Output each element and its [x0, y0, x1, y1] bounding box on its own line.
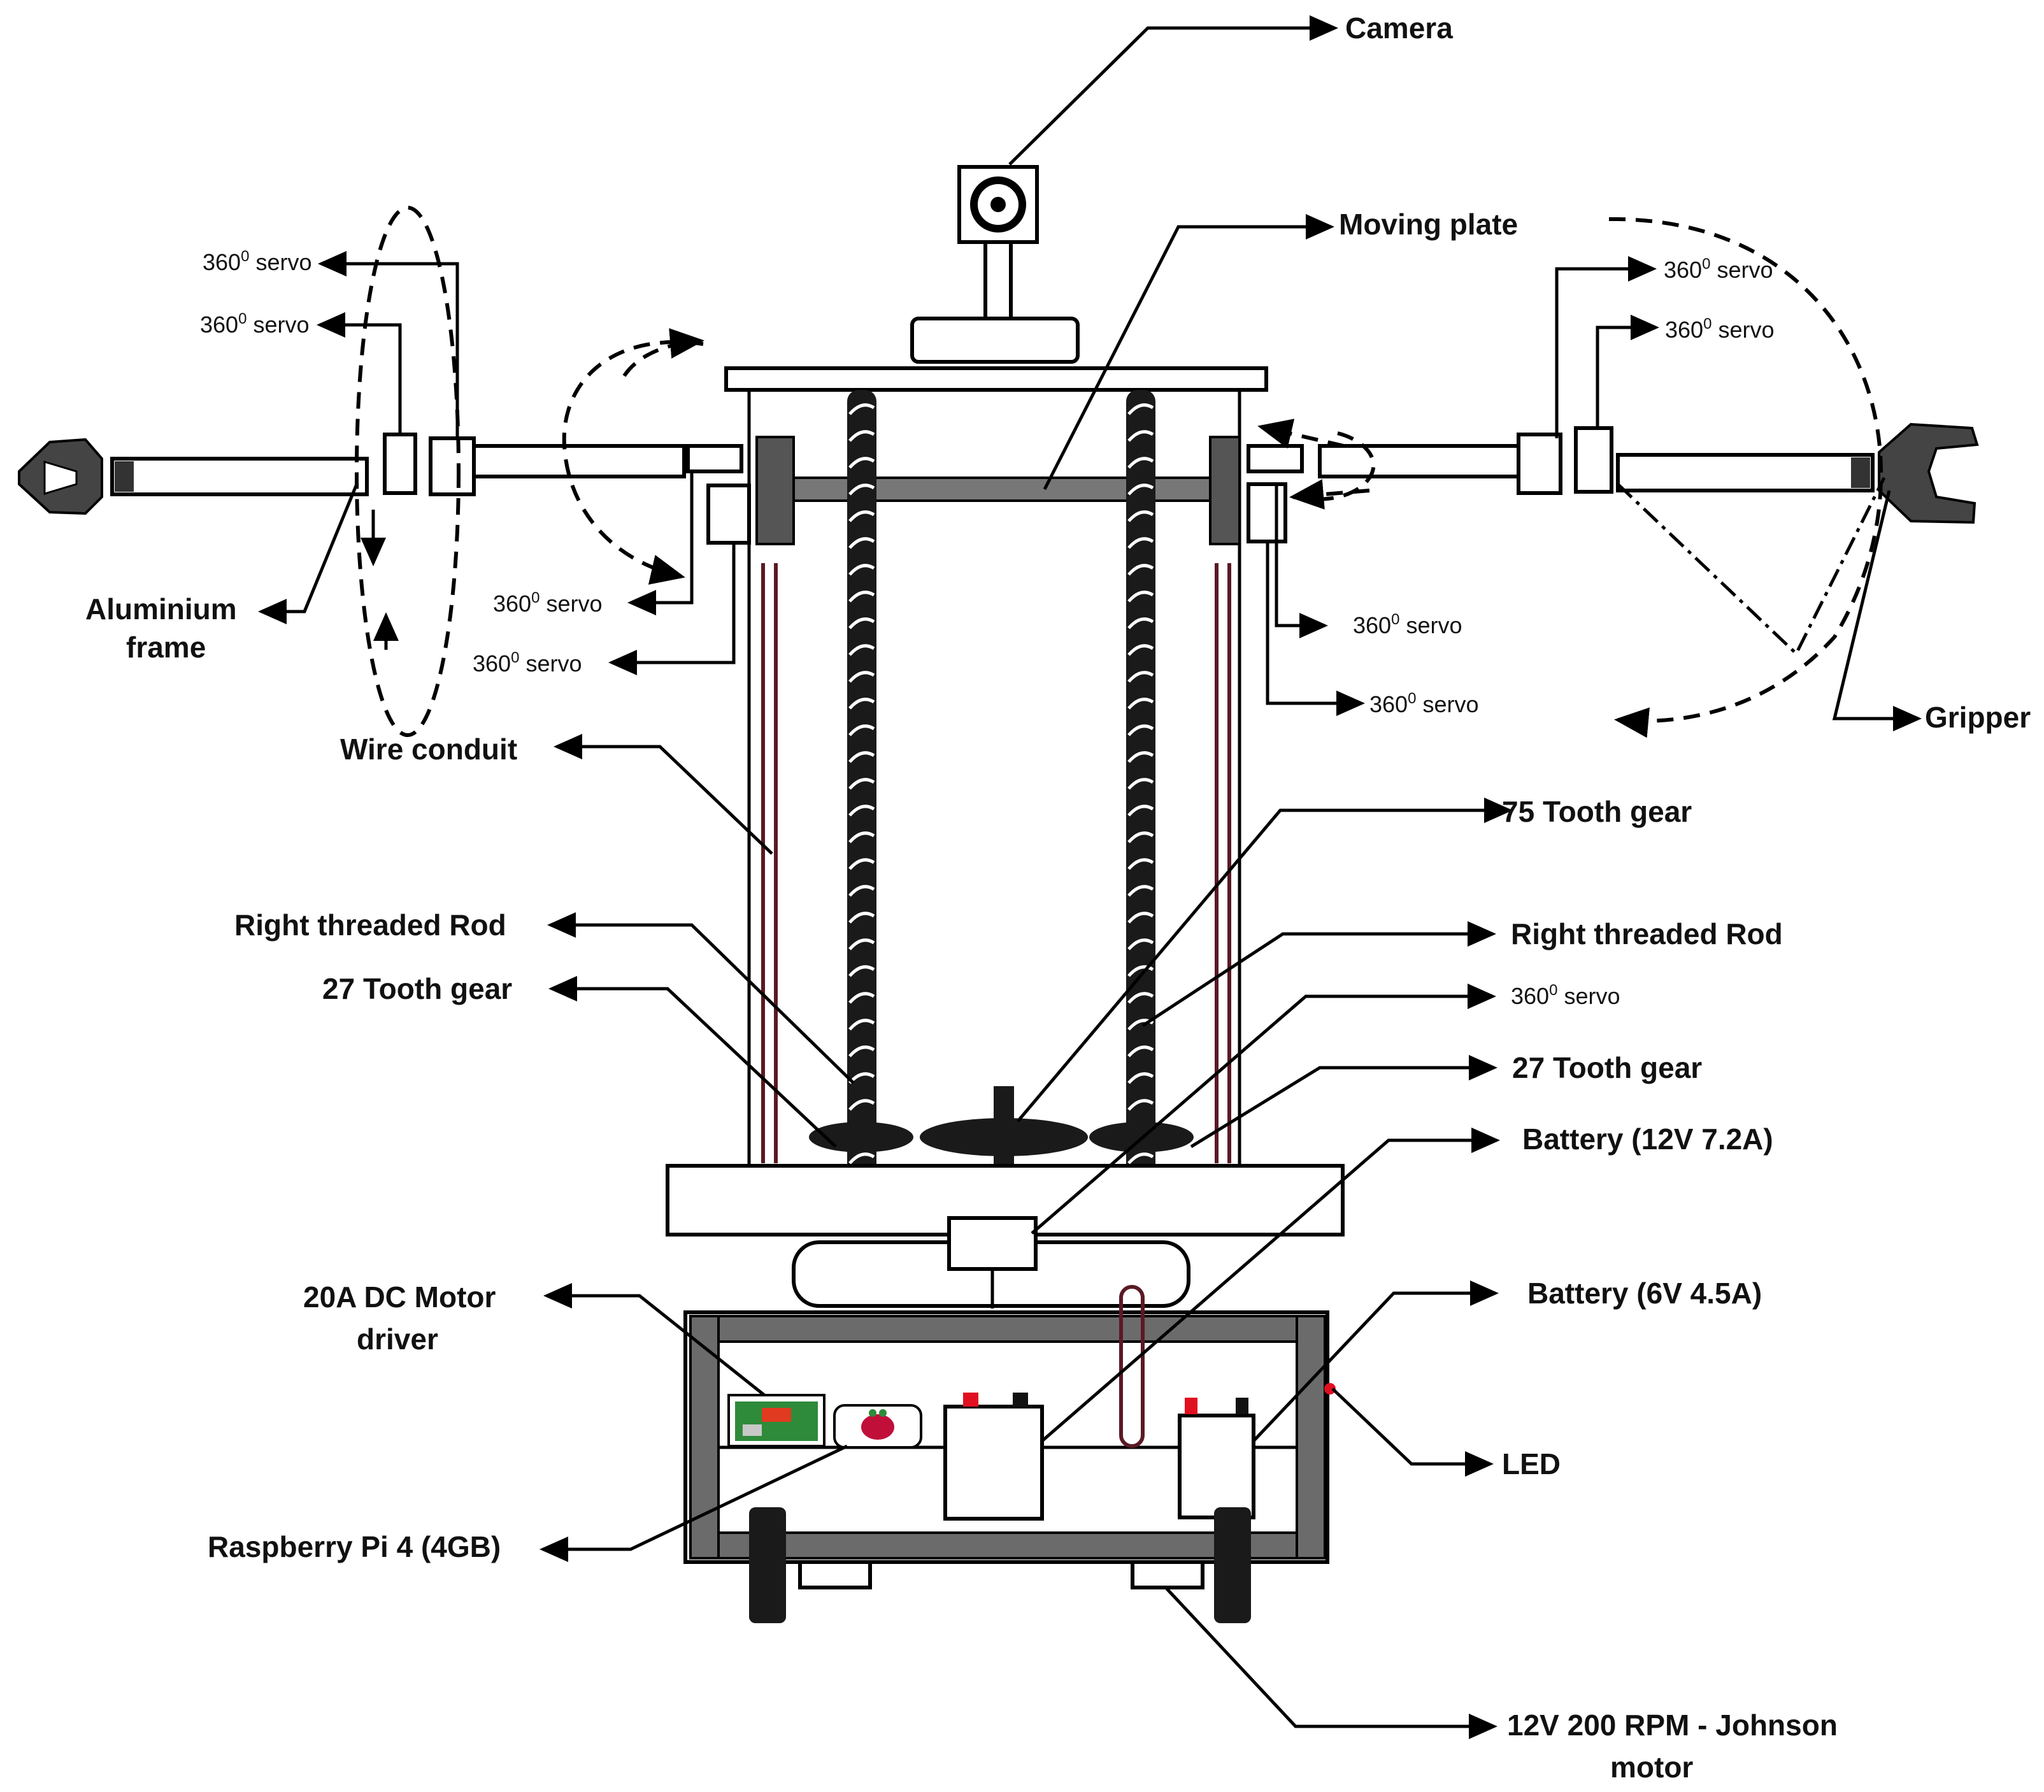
label-27-tooth-gear-right: 27 Tooth gear [1512, 1051, 1702, 1084]
label-servo-right-3: 3600 servo [1353, 611, 1462, 638]
rod-thread-mark [848, 751, 875, 763]
rod-thread-mark [1127, 698, 1154, 710]
rod-thread-mark [1127, 992, 1154, 1004]
right-arm [1247, 422, 1979, 543]
rod-thread-mark [1127, 858, 1154, 870]
label-johnson-motor-2: motor [1610, 1751, 1693, 1784]
rod-thread-mark [848, 644, 875, 656]
rod-thread-mark [1127, 644, 1154, 656]
rod-thread-mark [848, 671, 875, 683]
label-right-threaded-rod-right: Right threaded Rod [1511, 917, 1783, 950]
rod-thread-mark [1127, 671, 1154, 683]
rod-thread-mark [848, 938, 875, 950]
chassis-conduit [1119, 1285, 1145, 1448]
label-27-tooth-gear-left: 27 Tooth gear [322, 972, 512, 1005]
label-right-threaded-rod-left: Right threaded Rod [234, 908, 506, 942]
label-aluminium-frame-1: Aluminium [85, 592, 237, 626]
label-johnson-motor-1: 12V 200 RPM - Johnson [1507, 1709, 1838, 1742]
rod-thread-mark [848, 698, 875, 710]
rod-thread-mark [1127, 778, 1154, 790]
label-servo-right-1: 3600 servo [1664, 255, 1773, 283]
label-motor-driver-2: driver [357, 1322, 438, 1356]
motor-driver-board [727, 1394, 825, 1447]
rod-thread-mark [1127, 591, 1154, 603]
rod-thread-mark [848, 1045, 875, 1057]
label-battery-12v: Battery (12V 7.2A) [1522, 1122, 1773, 1156]
rod-thread-mark [1127, 1099, 1154, 1111]
rod-thread-mark [848, 564, 875, 576]
rod-thread-mark [1127, 1152, 1154, 1165]
rod-thread-mark [848, 617, 875, 629]
rod-thread-mark [1127, 457, 1154, 469]
rod-thread-mark [1127, 564, 1154, 576]
label-camera: Camera [1345, 11, 1453, 45]
label-servo-left-2: 3600 servo [200, 310, 309, 338]
tower-frame [747, 390, 1241, 1166]
camera-assembly [910, 165, 1080, 364]
rod-thread-mark [848, 805, 875, 817]
motion-arcs [355, 206, 1886, 738]
rod-thread-mark [1127, 1045, 1154, 1057]
rod-thread-mark [1127, 885, 1154, 897]
rod-thread-mark [848, 778, 875, 790]
rod-thread-mark [848, 457, 875, 469]
rod-thread-mark [1127, 724, 1154, 736]
rod-thread-mark [848, 912, 875, 924]
battery-12v [943, 1393, 1044, 1521]
rod-thread-mark [848, 724, 875, 736]
label-servo-left-3: 3600 servo [493, 589, 602, 617]
rod-thread-mark [848, 510, 875, 522]
rod-thread-mark [1127, 537, 1154, 549]
wire-conduit-graphic [761, 563, 1231, 1163]
left-arm [18, 433, 751, 545]
rod-thread-mark [848, 1152, 875, 1165]
leader-lines [258, 15, 1922, 1739]
labels: Camera Moving plate 3600 servo 3600 serv… [85, 11, 2031, 1784]
label-led: LED [1502, 1447, 1561, 1480]
label-battery-6v: Battery (6V 4.5A) [1527, 1277, 1762, 1310]
led-dot [1324, 1383, 1336, 1394]
rod-thread-mark [1127, 805, 1154, 817]
rod-thread-mark [1127, 831, 1154, 843]
rod-thread-mark [848, 591, 875, 603]
rod-thread-mark [848, 403, 875, 415]
rod-thread-mark [848, 858, 875, 870]
label-servo-right-2: 3600 servo [1665, 315, 1774, 343]
rod-thread-mark [848, 992, 875, 1004]
label-servo-left-1: 3600 servo [203, 248, 311, 275]
rod-thread-mark [848, 885, 875, 897]
label-aluminium-frame-2: frame [126, 631, 206, 664]
rod-thread-mark [1127, 617, 1154, 629]
label-servo-right-4: 3600 servo [1369, 690, 1478, 717]
label-motor-driver-1: 20A DC Motor [303, 1280, 496, 1314]
rod-thread-mark [1127, 965, 1154, 977]
rod-thread-mark [848, 430, 875, 442]
label-wire-conduit: Wire conduit [340, 733, 517, 766]
rod-thread-mark [848, 537, 875, 549]
rod-thread-mark [848, 1019, 875, 1031]
rod-thread-mark [1127, 510, 1154, 522]
battery-6v [1178, 1398, 1255, 1519]
raspberry-pi-board [833, 1404, 922, 1449]
rod-thread-mark [848, 965, 875, 977]
top-plate [724, 366, 1268, 392]
rod-thread-mark [848, 1099, 875, 1111]
rod-thread-mark [1127, 430, 1154, 442]
label-servo-right-5: 3600 servo [1511, 982, 1620, 1009]
rod-thread-mark [848, 831, 875, 843]
label-servo-left-4: 3600 servo [473, 649, 582, 677]
rod-thread-mark [1127, 1072, 1154, 1084]
rod-thread-mark [1127, 938, 1154, 950]
label-raspberry-pi: Raspberry Pi 4 (4GB) [208, 1530, 501, 1563]
rod-thread-mark [1127, 912, 1154, 924]
label-moving-plate: Moving plate [1339, 208, 1518, 241]
label-gripper: Gripper [1925, 701, 2031, 734]
rod-thread-mark [1127, 751, 1154, 763]
label-75-tooth-gear: 75 Tooth gear [1502, 795, 1692, 828]
rod-thread-mark [1127, 403, 1154, 415]
threaded-rods [847, 390, 1155, 1218]
rod-thread-mark [848, 484, 875, 496]
rod-thread-mark [1127, 484, 1154, 496]
